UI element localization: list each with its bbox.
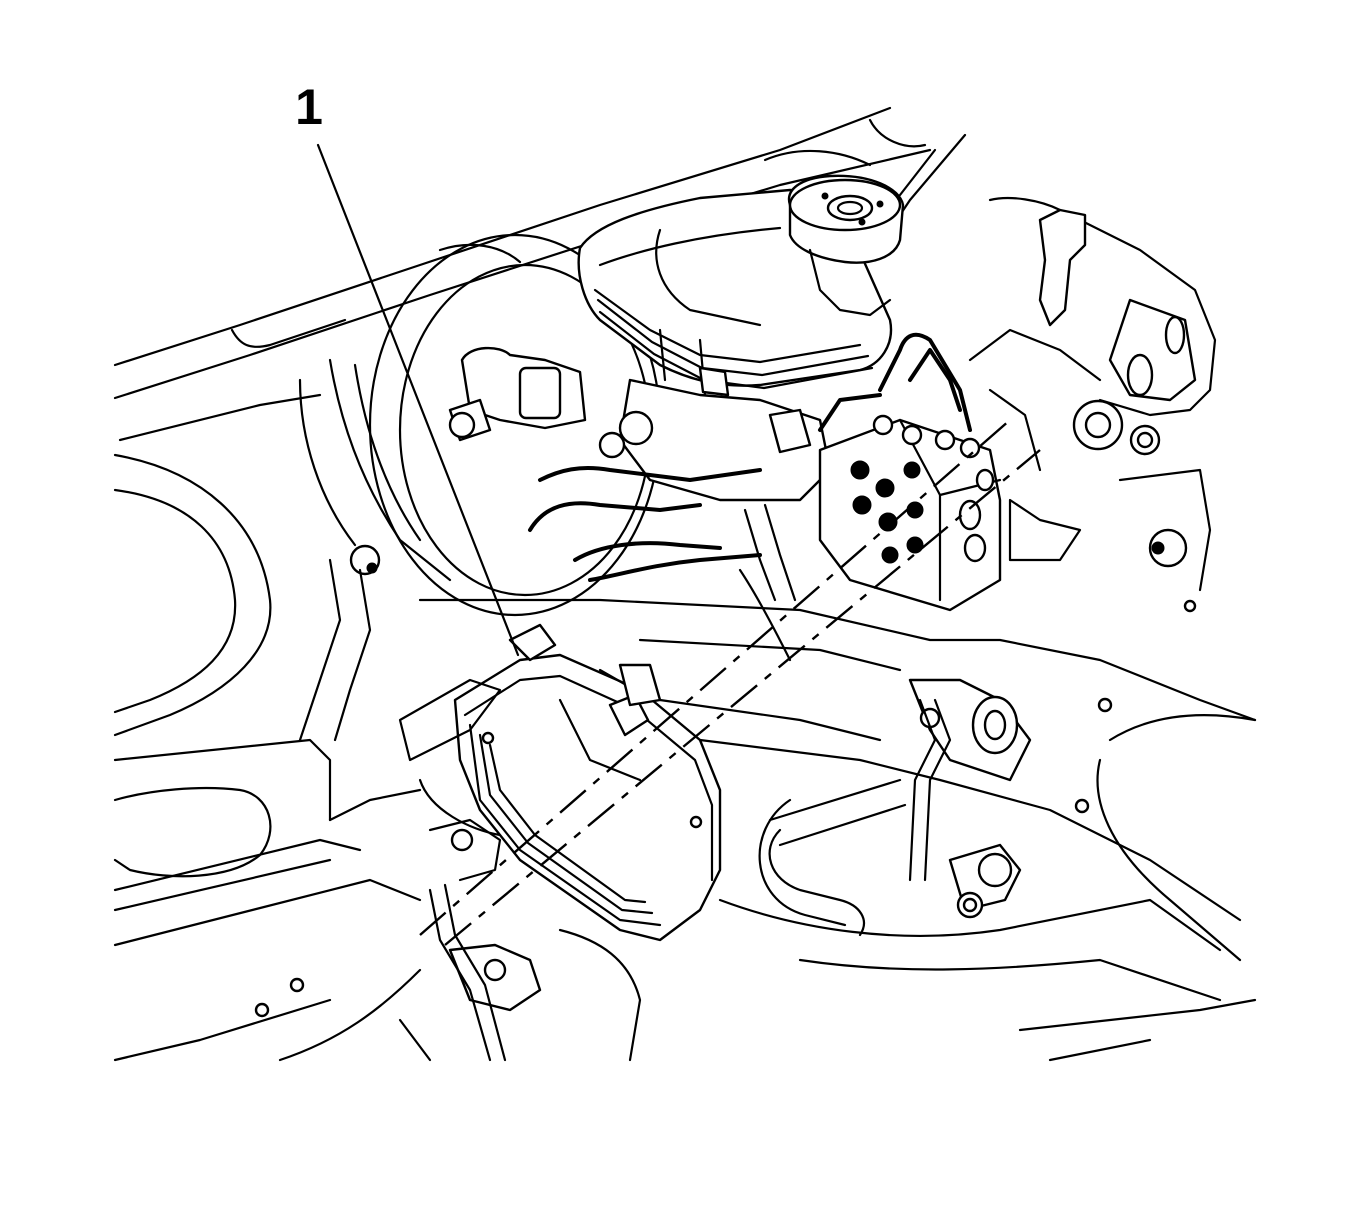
strut-tower [968,196,1217,814]
front-crossmember [418,598,1257,1062]
reservoir-cap-icon [787,174,905,317]
alignment-lines [419,419,1041,946]
brake-lines [528,332,972,662]
electronic-brake-control-module [453,623,722,942]
module-mount-bracket [398,678,642,1062]
lower-hose [758,778,1022,937]
abs-hydraulic-modulator [818,414,1002,612]
brake-booster [298,233,662,617]
callout-1-label: 1 [295,79,323,135]
lower-left-frame [113,558,502,1062]
callout-1-leader [316,143,520,657]
master-cylinder [598,328,832,502]
